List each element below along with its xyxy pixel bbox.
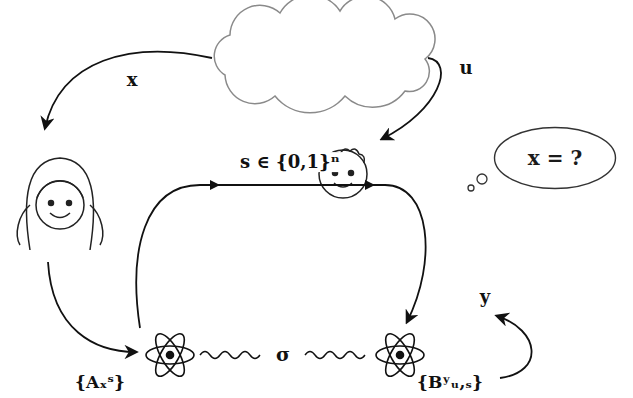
output-label: y [478,287,492,307]
thought-bubble: x = ? [493,126,617,190]
channel-arrowhead [365,180,375,190]
alice-figure [17,158,103,250]
thought-dot [468,185,474,191]
variable-label: x [125,70,140,90]
entanglement-wave [305,352,365,359]
channel-arrowhead [210,180,220,190]
cloud [214,0,435,113]
variable-label: u [457,58,474,78]
measurement-label: {Bʸᵤ,ₛ} [415,373,485,392]
arrow-to-alice [45,52,212,128]
thought-text: x = ? [528,146,582,170]
channel-label: s ∈ {0,1}ⁿ [238,152,342,172]
measurement-label: {Aₓˢ} [73,373,127,392]
atom-symbol [146,330,194,381]
classical-channel [136,185,425,328]
measurement-arrow [48,262,136,352]
arrow-to-bob [382,58,441,139]
output-arrow [497,316,532,378]
state-label: σ [274,344,292,365]
entanglement-wave [200,352,260,359]
thought-dot [477,174,487,184]
